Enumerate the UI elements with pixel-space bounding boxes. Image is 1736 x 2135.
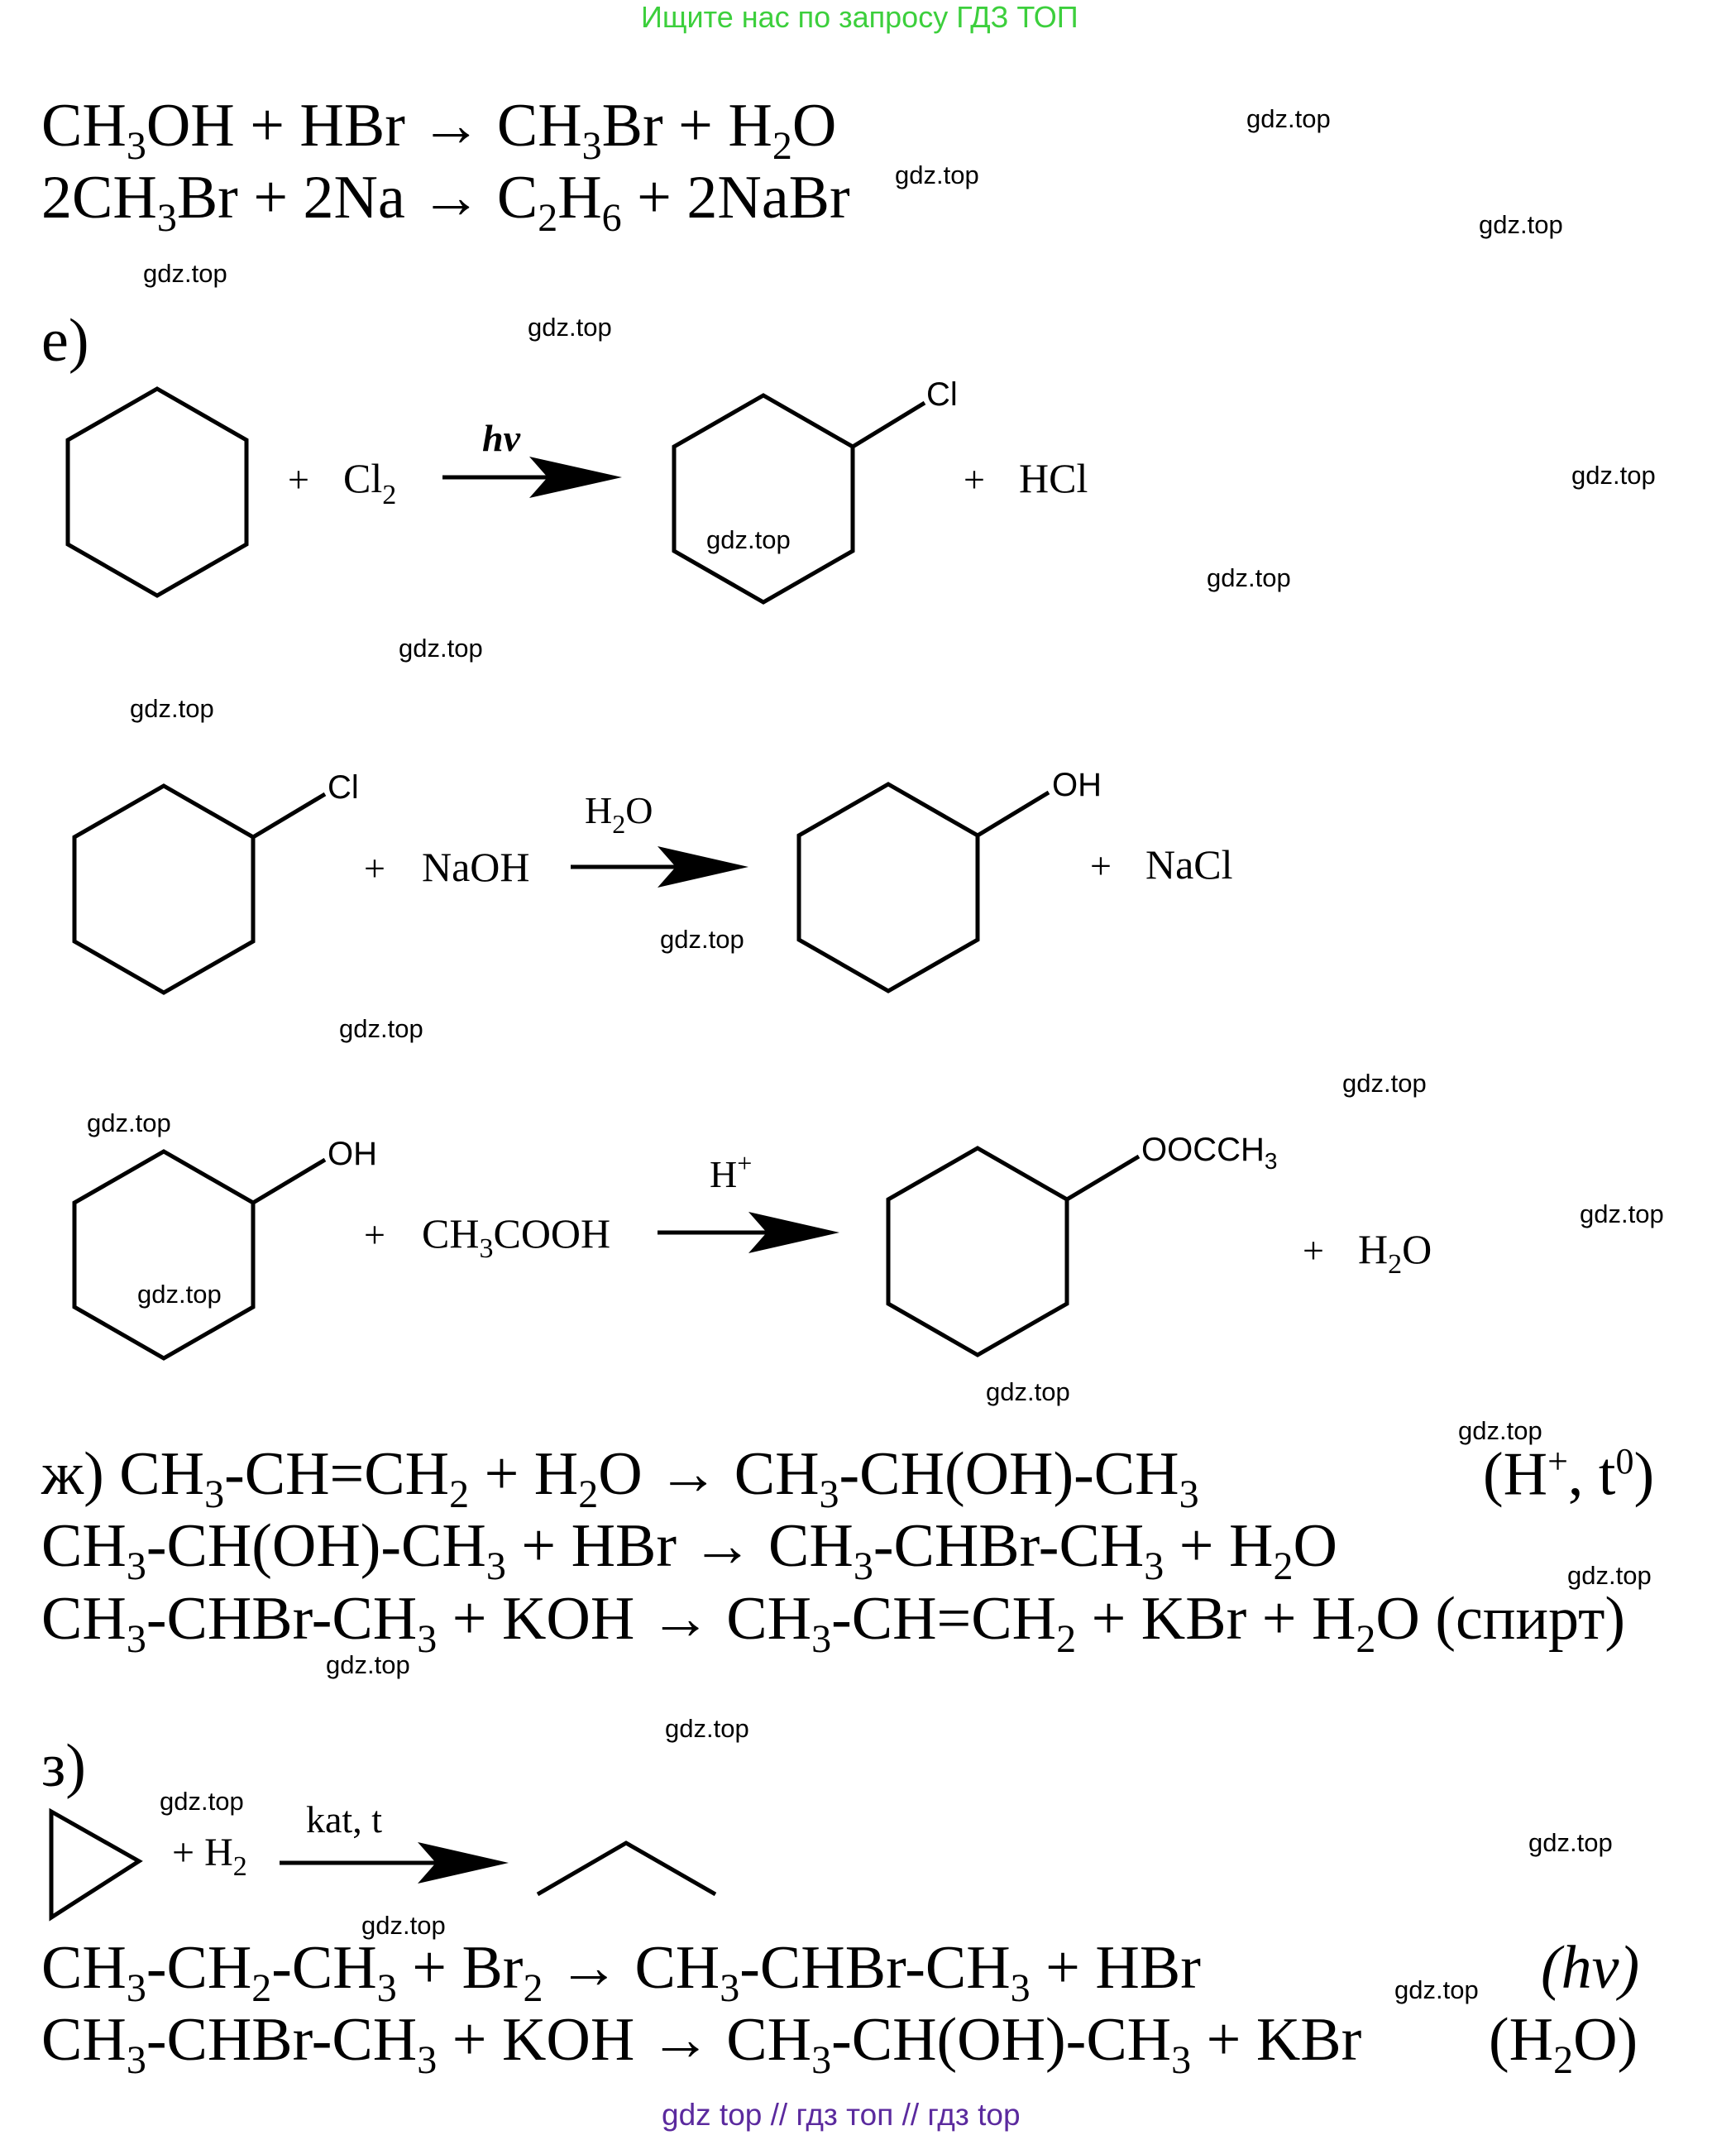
plus-sign: + bbox=[1090, 845, 1112, 887]
c-oh-bond bbox=[251, 1157, 327, 1205]
product-hcl: HCl bbox=[1019, 455, 1088, 501]
c-oh-bond bbox=[976, 790, 1050, 838]
condition-water: H2O bbox=[585, 789, 653, 839]
reagent-naoh: NaOH bbox=[422, 844, 530, 890]
c-o-bond bbox=[1065, 1154, 1141, 1202]
condition-light: hν bbox=[482, 417, 521, 459]
chlorocyclohexane-ring bbox=[72, 783, 256, 995]
watermark: gdz.top bbox=[665, 1714, 749, 1743]
watermark: gdz.top bbox=[1342, 1069, 1427, 1098]
plus-sign: + bbox=[364, 1214, 385, 1256]
equation-zh3: CH3-CHBr-CH3 + KOH → CH3-CH=CH2 + KBr + … bbox=[41, 1585, 1626, 1661]
watermark: gdz.top bbox=[399, 634, 483, 663]
atom-label-cl: Cl bbox=[328, 769, 359, 806]
equation-z1-condition: (hν) bbox=[1541, 1934, 1640, 2002]
c-cl-bond bbox=[851, 400, 926, 449]
watermark: gdz.top bbox=[706, 525, 791, 554]
watermark: gdz.top bbox=[1571, 461, 1656, 490]
plus-sign: + bbox=[1303, 1229, 1324, 1271]
watermark: gdz.top bbox=[1580, 1199, 1664, 1228]
watermark: gdz.top bbox=[1479, 210, 1563, 239]
watermark: gdz.top bbox=[1246, 104, 1331, 133]
equation-d1: CH3OH + HBr → CH3Br + H2O bbox=[41, 92, 837, 168]
chlorocyclohexane-ring bbox=[672, 393, 855, 605]
watermark: gdz.top bbox=[130, 694, 214, 723]
atom-label-cl: Cl bbox=[926, 376, 958, 413]
bottom-banner[interactable]: gdz top // гдз топ // гдз top bbox=[662, 2098, 1021, 2132]
atom-label-ooch3: OOCCH3 bbox=[1141, 1132, 1277, 1174]
watermark: gdz.top bbox=[1528, 1828, 1613, 1857]
condition-acid: H+ bbox=[710, 1148, 752, 1195]
equation-zh1-condition: (H+, t0) bbox=[1483, 1440, 1655, 1509]
plus-sign: + bbox=[288, 458, 309, 500]
condition-catalyst: kat, t bbox=[306, 1798, 382, 1841]
plus-sign: + bbox=[364, 847, 385, 889]
watermark: gdz.top bbox=[137, 1280, 222, 1309]
plus-sign: + bbox=[964, 458, 985, 500]
reagent-h2: + H2 bbox=[172, 1831, 247, 1882]
atom-label-oh: OH bbox=[328, 1136, 377, 1172]
cyclohexyl-acetate-ring bbox=[886, 1146, 1069, 1357]
top-banner: Ищите нас по запросу ГДЗ ТОП bbox=[641, 0, 1078, 34]
reagent-cl2: Cl2 bbox=[343, 455, 396, 510]
product-water: H2O bbox=[1358, 1226, 1432, 1280]
watermark: gdz.top bbox=[986, 1377, 1070, 1406]
watermark: gdz.top bbox=[1394, 1975, 1479, 2004]
cyclohexane-ring bbox=[65, 386, 249, 598]
equation-z2-condition: (H2O) bbox=[1489, 2006, 1638, 2082]
cyclohexanol-ring bbox=[72, 1149, 256, 1361]
cyclopropane-triangle bbox=[49, 1807, 143, 1922]
cyclohexanol-ring bbox=[796, 782, 980, 993]
watermark: gdz.top bbox=[143, 259, 227, 288]
c-cl-bond bbox=[251, 792, 327, 840]
section-z-label: з) bbox=[41, 1732, 86, 1800]
equation-zh2: CH3-CH(OH)-CH3 + HBr → CH3-CHBr-CH3 + H2… bbox=[41, 1512, 1337, 1588]
watermark: gdz.top bbox=[361, 1911, 446, 1940]
arrow-head bbox=[418, 1842, 509, 1884]
watermark: gdz.top bbox=[339, 1014, 423, 1043]
equation-z2: CH3-CHBr-CH3 + KOH → CH3-CH(OH)-CH3 + KB… bbox=[41, 2006, 1362, 2082]
watermark: gdz.top bbox=[528, 313, 612, 342]
watermark: gdz.top bbox=[326, 1650, 410, 1679]
equation-z1: CH3-CH2-CH3 + Br2 → CH3-CHBr-CH3 + HBr bbox=[41, 1934, 1201, 2010]
equation-zh1: ж) CH3-CH=CH2 + H2O → CH3-CH(OH)-CH3 bbox=[41, 1440, 1199, 1516]
watermark: gdz.top bbox=[160, 1787, 244, 1816]
equation-d2: 2CH3Br + 2Na → C2H6 + 2NaBr bbox=[41, 164, 850, 240]
reagent-acetic-acid: CH3COOH bbox=[422, 1210, 610, 1264]
product-nacl: NaCl bbox=[1145, 841, 1233, 888]
watermark: gdz.top bbox=[1567, 1561, 1652, 1590]
arrow-head bbox=[658, 846, 748, 888]
propane-skeleton bbox=[536, 1841, 717, 1897]
arrow-head bbox=[529, 457, 622, 498]
arrow-head bbox=[748, 1212, 839, 1253]
watermark: gdz.top bbox=[87, 1108, 171, 1137]
watermark: gdz.top bbox=[895, 160, 979, 189]
watermark: gdz.top bbox=[1207, 563, 1291, 592]
watermark: gdz.top bbox=[660, 925, 744, 954]
atom-label-oh: OH bbox=[1052, 767, 1102, 803]
section-e-label: е) bbox=[41, 307, 89, 375]
watermark: gdz.top bbox=[1458, 1416, 1542, 1445]
